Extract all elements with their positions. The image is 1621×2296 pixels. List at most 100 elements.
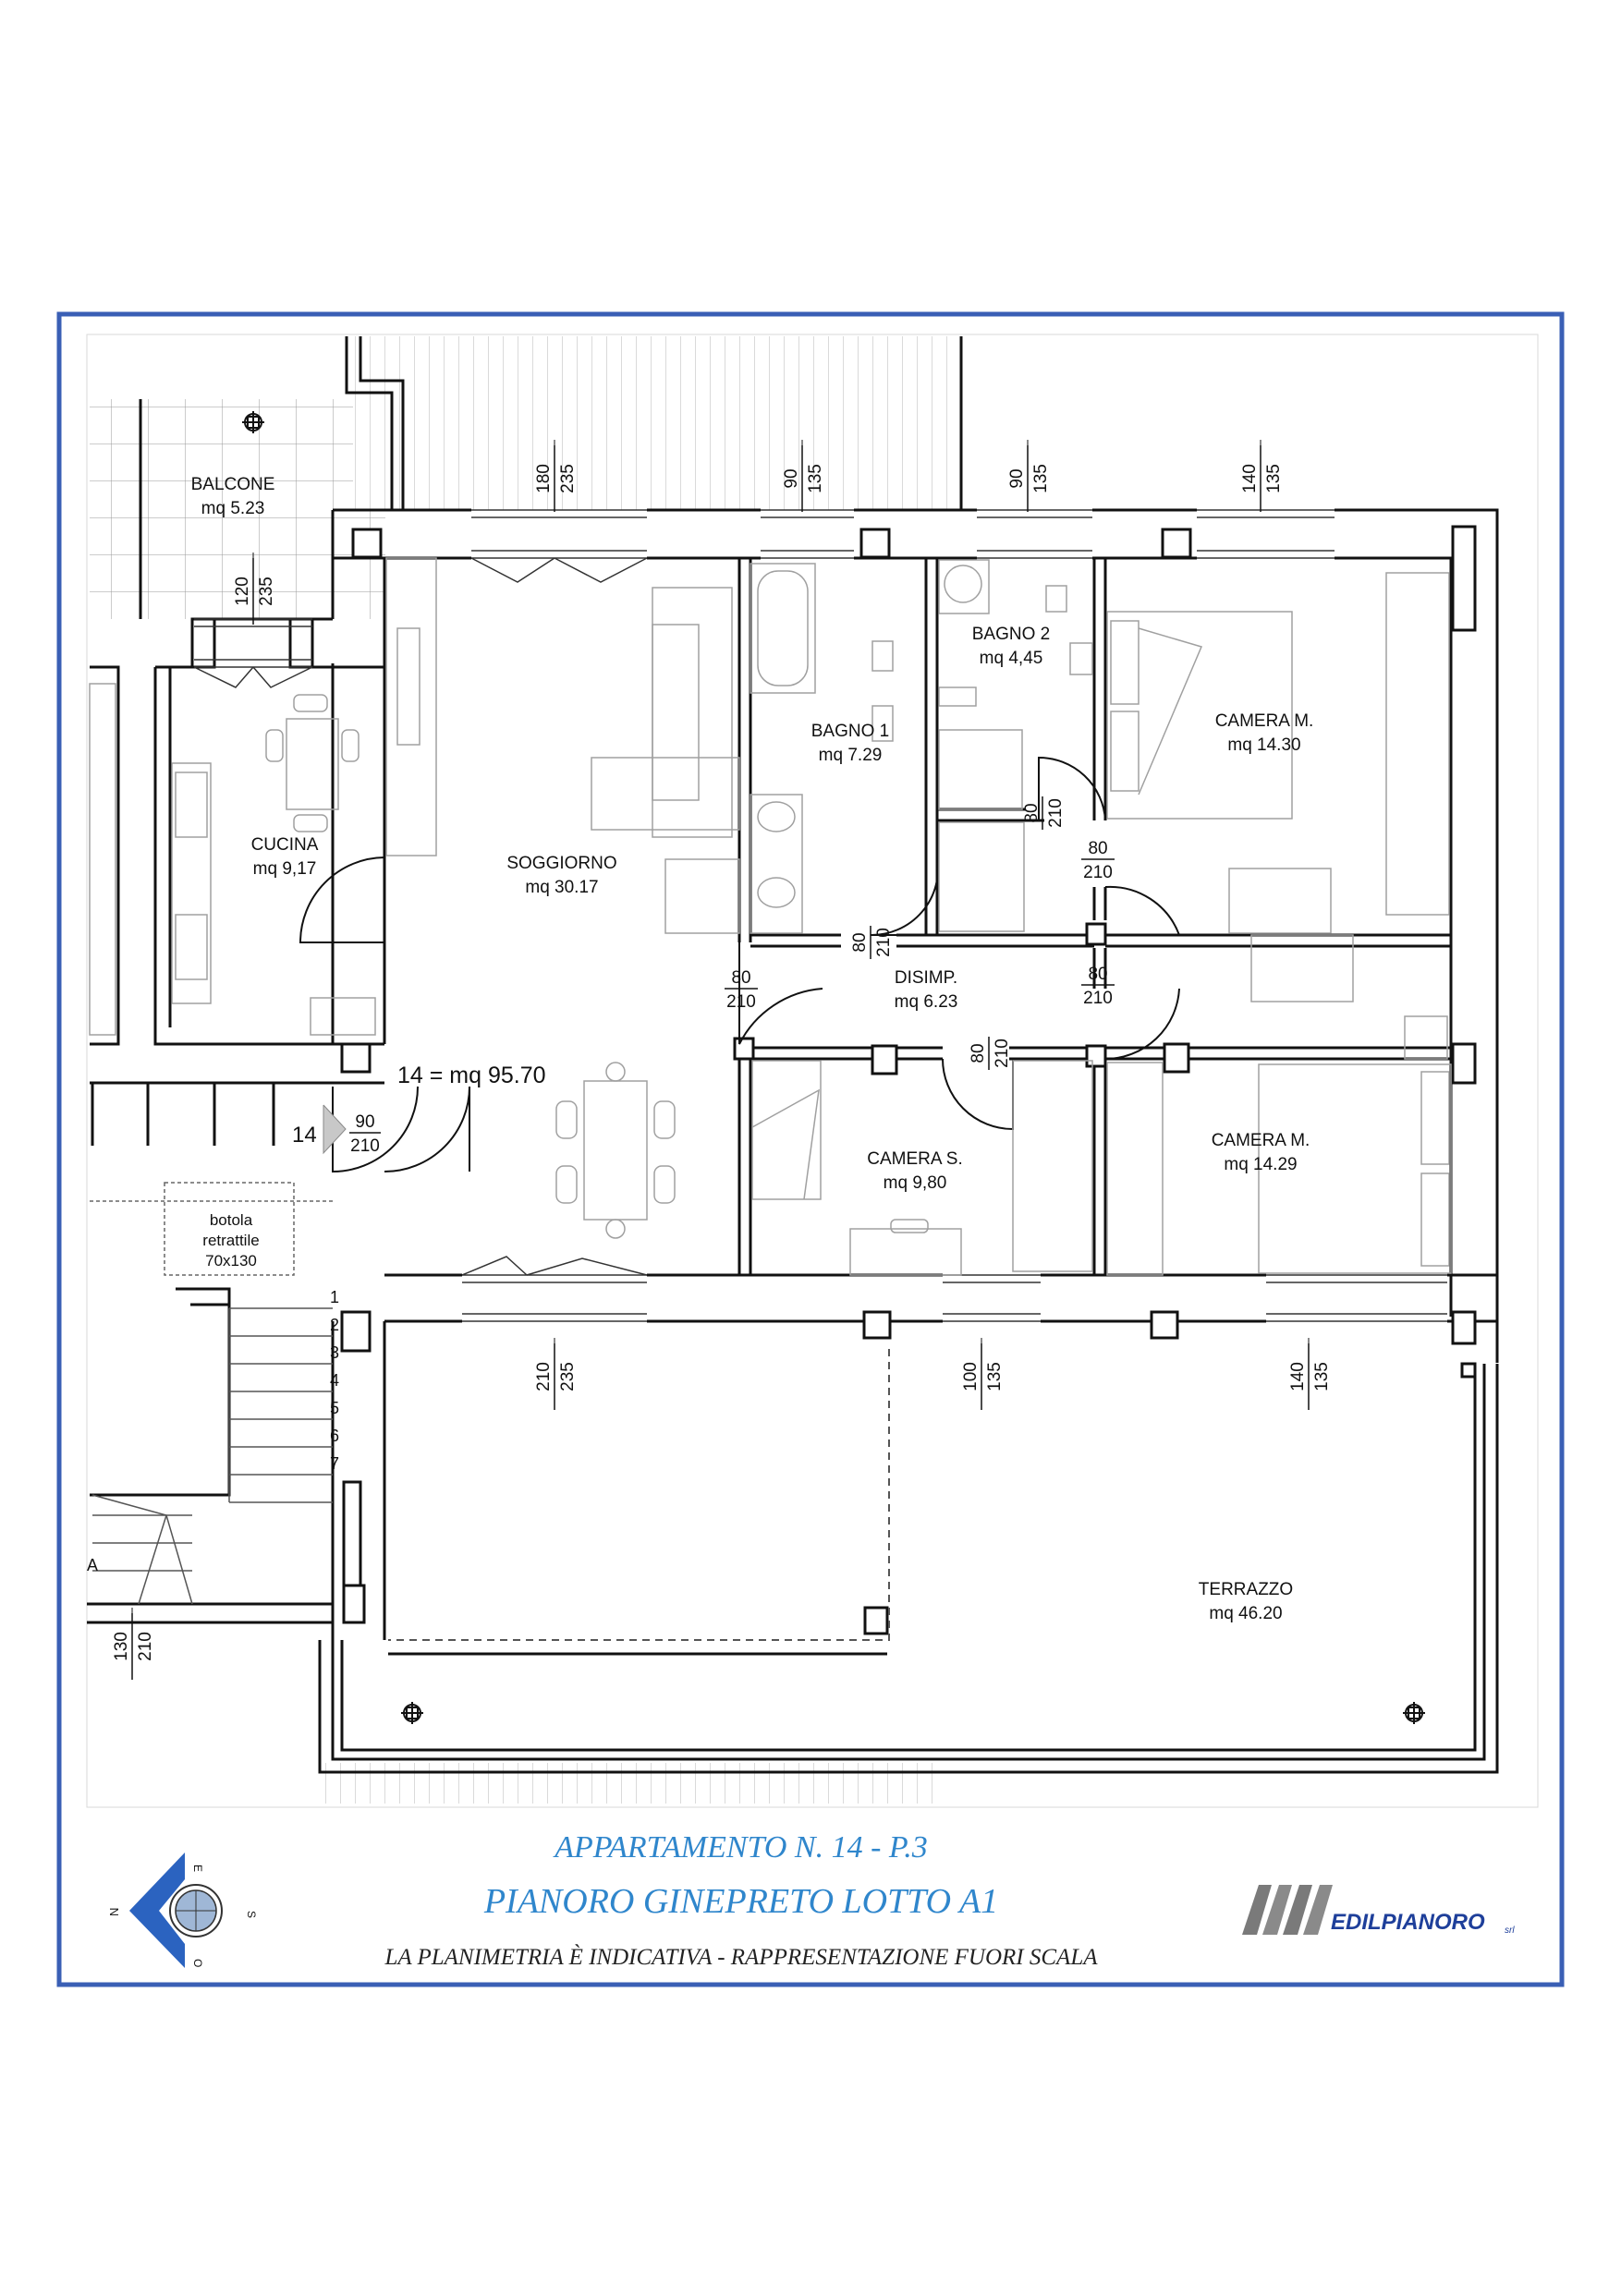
window-dim-height: 135 (1031, 464, 1051, 493)
window-dim-1: 90 135 (782, 440, 825, 512)
page-frame (56, 311, 1565, 1987)
entrance-width: 90 (355, 1112, 374, 1132)
room-name-camera-s: CAMERA S. (867, 1149, 962, 1169)
window-dim-width: 90 (782, 468, 801, 488)
door-dim-height: 210 (1083, 863, 1113, 882)
drawing-border (86, 334, 1539, 1808)
window-dim-height: 235 (257, 577, 276, 606)
window-dim-width: 180 (534, 464, 554, 493)
door-dim-height: 210 (726, 992, 756, 1012)
window-dim-8: 130 210 (112, 1608, 155, 1680)
title-line-1: APPARTAMENTO N. 14 - P.3 (553, 1830, 928, 1865)
stair-treads (91, 1307, 333, 1605)
window-dim-height: 135 (806, 464, 825, 493)
entrance-height: 210 (350, 1136, 380, 1156)
entrance-arrow-icon (323, 1104, 347, 1155)
room-name-camera-m-1: CAMERA M. (1215, 711, 1314, 731)
room-name-terrazzo: TERRAZZO (1199, 1580, 1293, 1599)
room-area-camera-m-1: mq 14.30 (1227, 735, 1300, 755)
room-labels: BALCONE mq 5.23 CUCINA mq 9,17 SOGGIORNO… (191, 475, 1314, 1623)
window-dim-width: 130 (112, 1632, 131, 1661)
room-area-disimp: mq 6.23 (895, 992, 958, 1012)
window-dim-4: 120 235 (233, 553, 276, 625)
window-dim-width: 140 (1240, 464, 1260, 493)
window-dim-width: 140 (1288, 1362, 1308, 1391)
room-name-balcone: BALCONE (191, 475, 275, 494)
window-dim-height: 135 (1264, 464, 1284, 493)
compass-s: S (245, 1911, 258, 1918)
door-dim-width: 80 (850, 932, 870, 952)
door-dim-height: 210 (993, 1039, 1012, 1068)
title-line-2: PIANORO GINEPRETO LOTTO A1 (483, 1882, 998, 1921)
door-dim-2: 80 210 (969, 1037, 1012, 1070)
window-dim-width: 90 (1007, 468, 1027, 488)
window-dim-height: 210 (136, 1632, 155, 1661)
unit-total-area: 14 = mq 95.70 (397, 1063, 546, 1088)
stair-step-7: 7 (330, 1454, 339, 1473)
stair-step-6: 6 (330, 1427, 339, 1445)
door-dim-height: 210 (874, 928, 894, 957)
room-name-cucina: CUCINA (251, 835, 319, 855)
window-dim-width: 210 (534, 1362, 554, 1391)
stair-step-4: 4 (330, 1371, 339, 1390)
stair-step-3: 3 (330, 1343, 339, 1362)
furniture (89, 557, 1452, 1276)
windows (193, 509, 1447, 1322)
window-dim-height: 235 (558, 1362, 578, 1391)
terrace-planks (320, 336, 961, 1804)
walls (87, 336, 1499, 1774)
window-dim-width: 100 (961, 1362, 981, 1391)
stair-step-5: 5 (330, 1399, 339, 1417)
stair-step-1: 1 (330, 1288, 339, 1306)
compass-logo: N E S O (107, 1853, 258, 1968)
window-dim-height: 135 (1312, 1362, 1332, 1391)
room-area-camera-s: mq 9,80 (884, 1173, 947, 1193)
stair-step-numbers: 1 2 3 4 5 6 7 (330, 1288, 339, 1473)
entrance-number: 14 (292, 1123, 317, 1148)
brand-name: EDILPIANORO (1331, 1910, 1485, 1935)
door-dim-width: 80 (731, 968, 750, 988)
window-dim-height: 235 (558, 464, 578, 493)
stair-step-2: 2 (330, 1316, 339, 1334)
stair-fragment-label: A (87, 1556, 98, 1574)
window-dim-height: 135 (985, 1362, 1005, 1391)
door-dim-width: 80 (1022, 803, 1042, 822)
hatch-outline (164, 1182, 295, 1276)
room-area-bagno1: mq 7.29 (819, 746, 883, 765)
disclaimer-subtitle: LA PLANIMETRIA È INDICATIVA - RAPPRESENT… (384, 1944, 1098, 1970)
room-name-disimp: DISIMP. (895, 968, 957, 988)
door-dim-height: 210 (1046, 798, 1066, 828)
room-area-terrazzo: mq 46.20 (1209, 1604, 1282, 1623)
room-area-soggiorno: mq 30.17 (525, 878, 598, 897)
brand-suffix: srl (1505, 1925, 1515, 1936)
hatch-line1: botola (210, 1211, 253, 1229)
door-dim-width: 80 (969, 1043, 988, 1063)
terrace-divider (388, 1349, 890, 1641)
hatch-line3: 70x130 (205, 1252, 257, 1269)
door-dim-width: 80 (1088, 965, 1107, 984)
compass-o: O (191, 1959, 204, 1967)
room-name-camera-m-2: CAMERA M. (1212, 1131, 1310, 1150)
window-dim-width: 120 (233, 577, 252, 606)
compass-n: N (107, 1908, 121, 1916)
hatch-label: botola retrattile 70x130 (202, 1211, 259, 1269)
room-name-bagno2: BAGNO 2 (972, 625, 1050, 644)
room-name-soggiorno: SOGGIORNO (506, 854, 616, 873)
room-area-cucina: mq 9,17 (253, 859, 317, 879)
room-name-bagno1: BAGNO 1 (811, 722, 889, 741)
door-dim-width: 80 (1088, 839, 1107, 858)
door-dim-height: 210 (1083, 989, 1113, 1008)
doors (299, 756, 1180, 1173)
brand-logo: EDILPIANORO srl (1242, 1885, 1515, 1936)
compass-e: E (191, 1865, 204, 1872)
